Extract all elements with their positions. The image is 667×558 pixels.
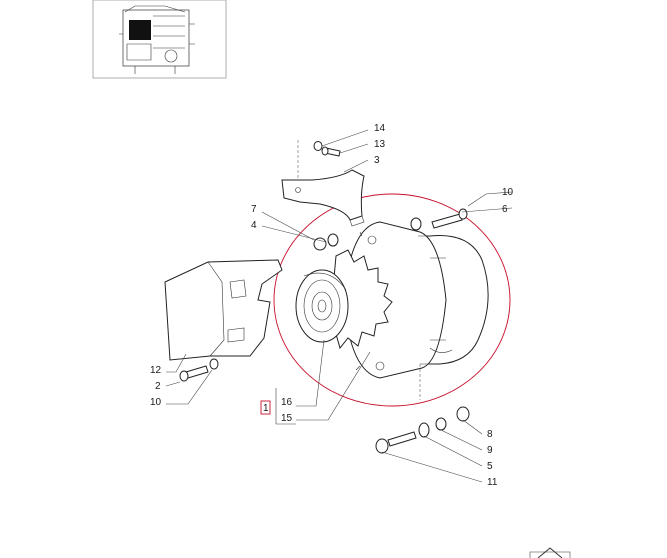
label-16: 16 xyxy=(281,397,293,408)
bottom-bolt-11 xyxy=(375,406,470,454)
label-7: 7 xyxy=(251,204,257,215)
label-1: 1 xyxy=(263,403,269,414)
label-6: 6 xyxy=(502,204,508,215)
pulley-15 xyxy=(295,269,349,343)
label-8: 8 xyxy=(487,429,493,440)
home-arrow-icon[interactable] xyxy=(529,547,571,558)
label-14: 14 xyxy=(374,123,386,134)
label-3: 3 xyxy=(374,155,380,166)
label-11: 11 xyxy=(487,477,498,488)
bolt-2 xyxy=(179,358,219,382)
alternator-body xyxy=(343,221,489,379)
engine-thumbnail-icon[interactable] xyxy=(92,0,227,79)
label-15: 15 xyxy=(281,413,293,424)
label-5: 5 xyxy=(487,461,493,472)
label-13: 13 xyxy=(374,139,386,150)
leader-lines xyxy=(165,129,513,483)
label-9: 9 xyxy=(487,445,493,456)
upper-bracket xyxy=(281,169,365,227)
top-bolt-13 xyxy=(313,141,341,157)
label-4: 4 xyxy=(251,220,257,231)
label-12: 12 xyxy=(150,365,162,376)
label-10-left: 10 xyxy=(150,397,162,408)
alternator-highlight-ring xyxy=(273,193,511,407)
mounting-bracket-12 xyxy=(164,259,283,361)
label-1-box xyxy=(260,400,271,415)
bolt-6 xyxy=(410,208,468,231)
label-10-top: 10 xyxy=(502,187,514,198)
label-2: 2 xyxy=(155,381,161,392)
